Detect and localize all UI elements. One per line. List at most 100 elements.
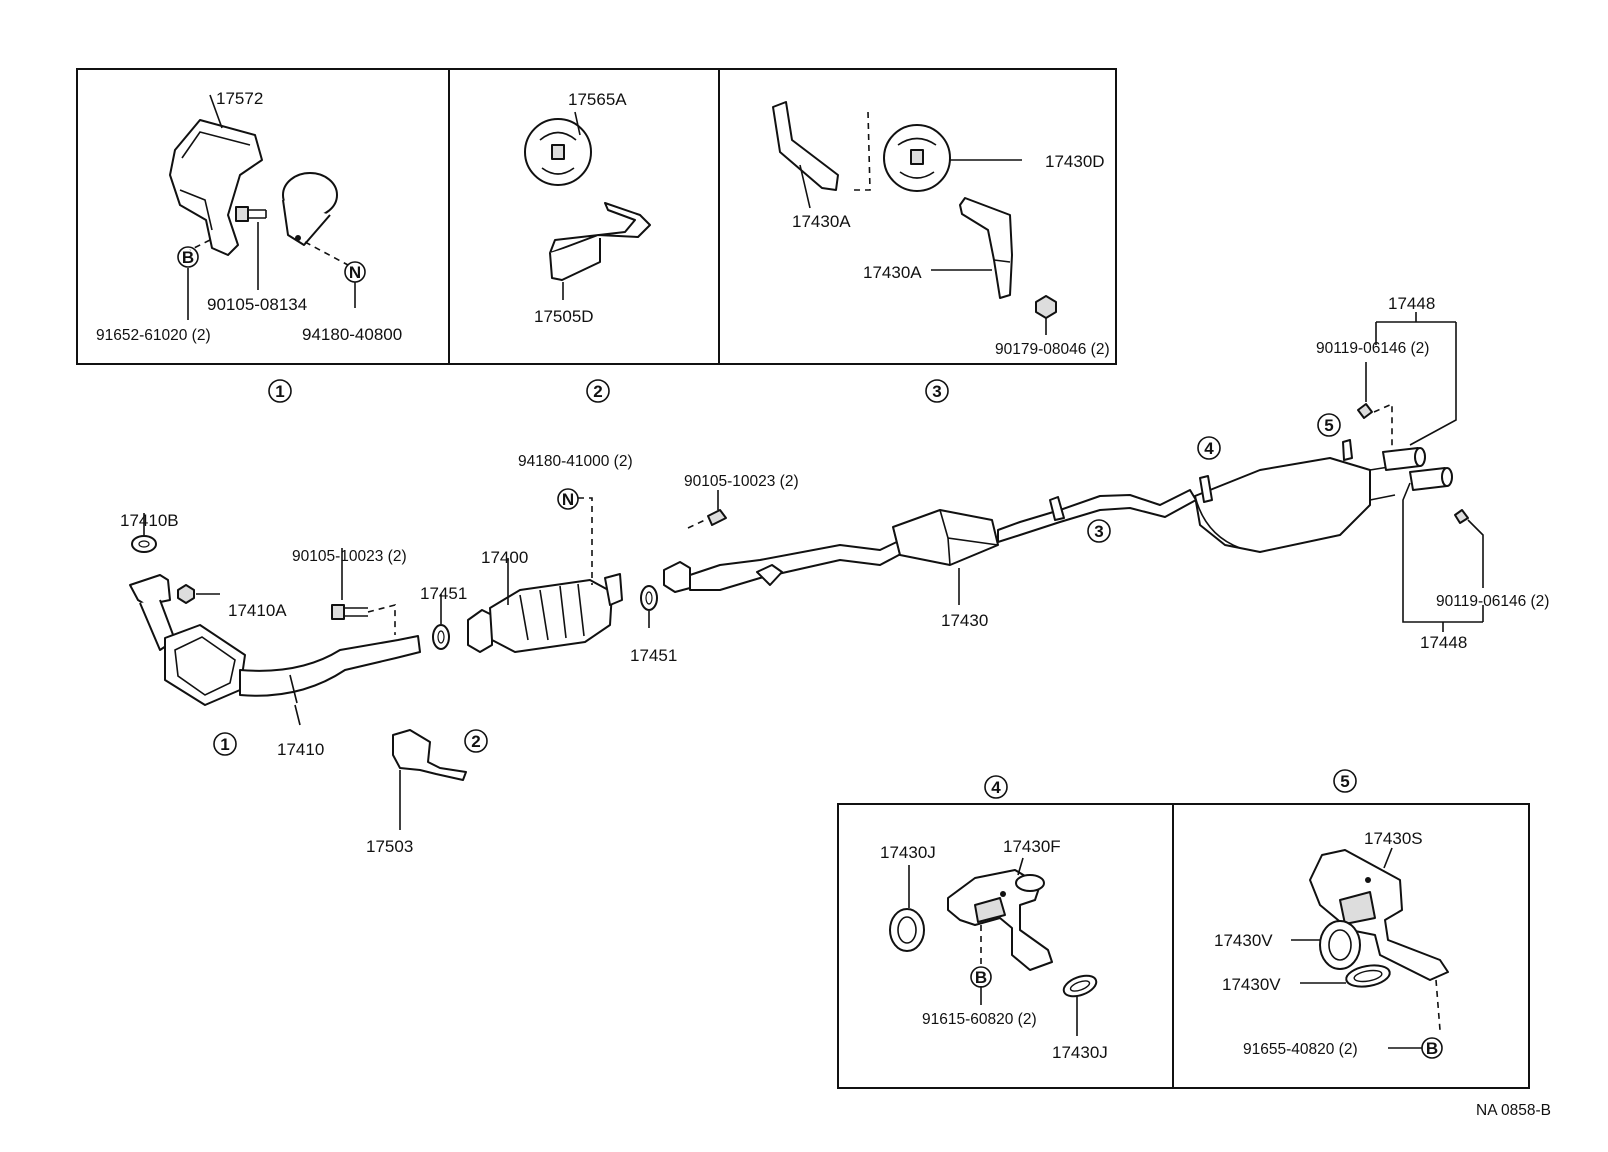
svg-text:1: 1 xyxy=(275,382,284,401)
label-90119-06146-top: 90119-06146 (2) xyxy=(1316,340,1429,357)
svg-text:B: B xyxy=(975,968,987,987)
rubber-hanger-17430D-drawing xyxy=(852,111,1022,192)
svg-text:2: 2 xyxy=(593,382,602,401)
bracket-17430F-drawing xyxy=(947,857,1053,971)
label-94180-41000: 94180-41000 (2) xyxy=(518,453,633,470)
label-17430D: 17430D xyxy=(1045,152,1105,171)
flange-gasket-17451a-drawing xyxy=(432,594,450,650)
label-17410: 17410 xyxy=(277,740,324,759)
flange-gasket-17451b-drawing xyxy=(640,585,658,628)
label-90105-10023-a: 90105-10023 (2) xyxy=(292,548,407,565)
callout-5-main: 5 xyxy=(1317,413,1341,437)
svg-text:5: 5 xyxy=(1324,416,1333,435)
label-94180-40800: 94180-40800 xyxy=(302,325,402,344)
ring-17430J-b-drawing xyxy=(1062,974,1098,1036)
hanger-rod-17430A-mid-drawing xyxy=(931,197,1013,299)
tail-pipe-extension-bot-drawing xyxy=(1409,467,1453,491)
leader-17448-top xyxy=(1375,312,1457,446)
svg-text:1: 1 xyxy=(220,735,229,754)
inset-box-1 xyxy=(76,68,450,365)
callout-2-main: 2 xyxy=(464,729,488,753)
label-17448-bot: 17448 xyxy=(1420,633,1467,652)
ring-17430V-a-drawing xyxy=(1291,920,1361,970)
callout-2-inset: 2 xyxy=(586,379,610,403)
ring-17430J-a-drawing xyxy=(889,865,925,952)
label-17430V-a: 17430V xyxy=(1214,931,1273,950)
svg-text:4: 4 xyxy=(991,778,1001,797)
svg-text:5: 5 xyxy=(1340,772,1349,791)
marker-n-inset1: N xyxy=(344,261,366,283)
clip-94180-drawing xyxy=(578,497,593,585)
bracket-17503-drawing xyxy=(392,729,467,830)
label-17430J-a: 17430J xyxy=(880,843,936,862)
bracket-17572-drawing xyxy=(169,94,263,256)
callout-4-main: 4 xyxy=(1197,436,1221,460)
center-muffler-17430-drawing xyxy=(892,489,1197,605)
nut-90179-drawing xyxy=(1035,295,1057,335)
label-17572: 17572 xyxy=(216,89,263,108)
bolt-90119-bot-drawing xyxy=(1454,509,1484,588)
marker-b-inset4: B xyxy=(970,966,992,988)
callout-4-inset: 4 xyxy=(984,775,1008,799)
bracket-17430S-drawing xyxy=(1309,847,1449,1031)
label-17430F: 17430F xyxy=(1003,837,1061,856)
label-17503: 17503 xyxy=(366,837,413,856)
svg-text:N: N xyxy=(349,263,361,282)
marker-b-inset5: B xyxy=(1421,1037,1443,1059)
label-91652-61020: 91652-61020 (2) xyxy=(96,327,211,344)
label-17430J-b: 17430J xyxy=(1052,1043,1108,1062)
callout-1-main: 1 xyxy=(213,732,237,756)
label-17451-a: 17451 xyxy=(420,584,467,603)
label-17430A-mid: 17430A xyxy=(863,263,922,282)
label-90105-08134: 90105-08134 xyxy=(207,295,307,314)
bolt-90105-front-drawing xyxy=(331,548,396,635)
label-91655-40820: 91655-40820 (2) xyxy=(1243,1041,1358,1058)
label-17410B: 17410B xyxy=(120,511,179,530)
front-pipe-17410-drawing xyxy=(129,574,421,726)
svg-text:N: N xyxy=(562,490,574,509)
bolt-90119-top-drawing xyxy=(1357,362,1393,448)
callout-3-main: 3 xyxy=(1087,519,1111,543)
hanger-rod-17430A-top-drawing xyxy=(772,101,839,209)
svg-text:B: B xyxy=(182,248,194,267)
marker-b-inset1: B xyxy=(177,246,199,268)
svg-text:4: 4 xyxy=(1204,439,1214,458)
bolt-90105-08134-drawing xyxy=(235,206,267,290)
label-17430V-b: 17430V xyxy=(1222,975,1281,994)
catalytic-converter-17400-drawing xyxy=(467,558,623,653)
label-17565A: 17565A xyxy=(568,90,627,109)
drawing-code: NA 0858-B xyxy=(1476,1102,1551,1119)
label-90119-06146-bot: 90119-06146 (2) xyxy=(1436,593,1549,610)
callout-3-inset: 3 xyxy=(925,379,949,403)
label-90179-08046: 90179-08046 (2) xyxy=(995,341,1110,358)
rear-muffler-drawing xyxy=(1194,457,1396,553)
label-17505D: 17505D xyxy=(534,307,594,326)
hanger-bracket-3-drawing xyxy=(1049,496,1065,521)
center-pipe-drawing xyxy=(663,519,913,593)
label-90105-10023-b: 90105-10023 (2) xyxy=(684,473,799,490)
svg-text:2: 2 xyxy=(471,732,480,751)
tail-pipe-extension-top-drawing xyxy=(1342,439,1426,471)
leader-17448-bot xyxy=(1402,482,1484,632)
label-17451-b: 17451 xyxy=(630,646,677,665)
nut-17410A-drawing xyxy=(177,584,220,604)
svg-text:3: 3 xyxy=(1094,522,1103,541)
label-17430: 17430 xyxy=(941,611,988,630)
bracket-17505D-drawing xyxy=(549,202,651,300)
bolt-90105-center-drawing xyxy=(707,490,727,526)
inset-box-5 xyxy=(1172,803,1530,1089)
inset-box-3 xyxy=(718,68,1117,365)
rubber-hanger-17565A-drawing xyxy=(524,111,592,186)
svg-text:B: B xyxy=(1426,1039,1438,1058)
marker-n-main: N xyxy=(557,488,579,510)
label-17448-top: 17448 xyxy=(1388,294,1435,313)
label-17430A-top: 17430A xyxy=(792,212,851,231)
callout-1-inset: 1 xyxy=(268,379,292,403)
gasket-17410B-drawing xyxy=(131,513,157,553)
ring-17430V-b-drawing xyxy=(1300,964,1391,988)
clamp-ring-drawing xyxy=(282,172,349,266)
label-17400: 17400 xyxy=(481,548,528,567)
label-17410A: 17410A xyxy=(228,601,287,620)
svg-text:3: 3 xyxy=(932,382,941,401)
